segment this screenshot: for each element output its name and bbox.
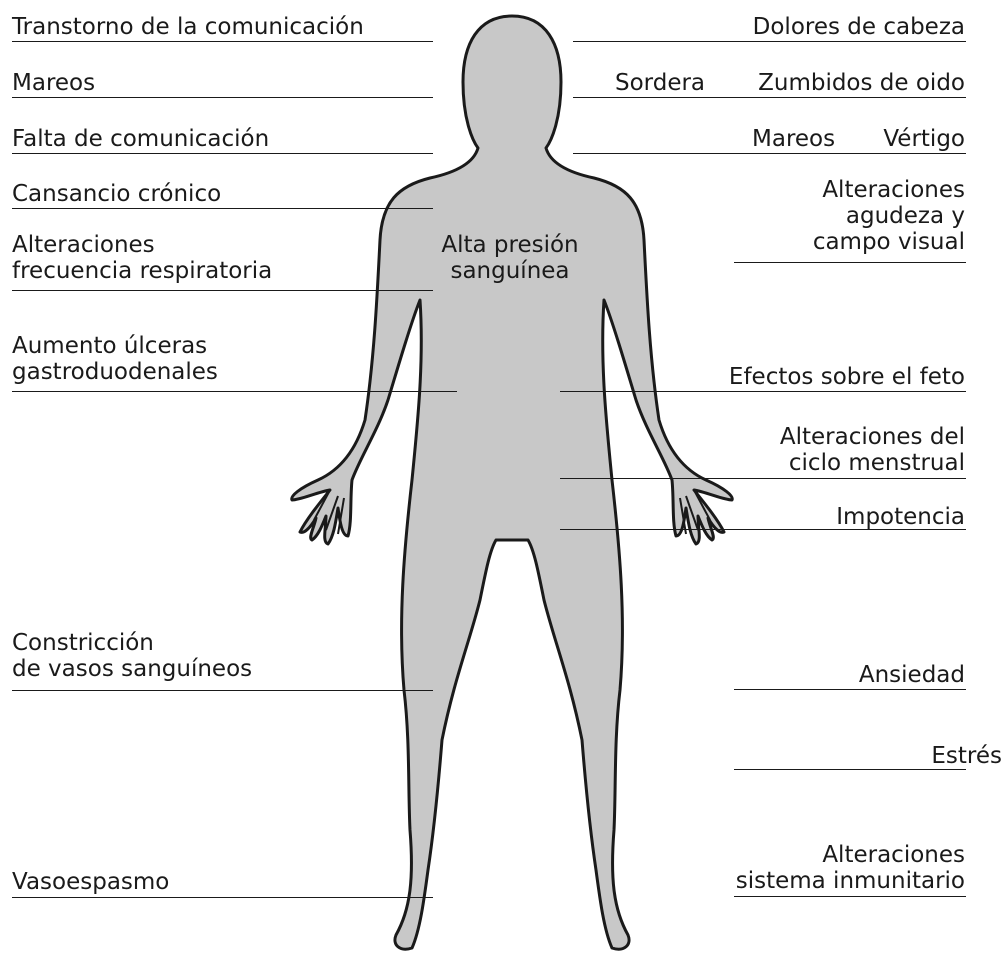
label-line: Alteraciones	[12, 232, 272, 258]
leader-line	[12, 391, 457, 392]
label-line: Transtorno de la comunicación	[12, 14, 364, 40]
leader-line	[734, 689, 966, 690]
label-falta-comunicacion: Falta de comunicación	[12, 126, 269, 152]
leader-line	[560, 478, 966, 479]
leader-line	[12, 97, 433, 98]
label-impotencia: Impotencia	[836, 504, 965, 530]
label-ciclo-menstrual: Alteraciones del ciclo menstrual	[780, 424, 965, 476]
body-shape	[292, 16, 733, 949]
label-estres: Estrés	[931, 743, 1002, 769]
leader-line	[734, 769, 966, 770]
label-line: campo visual	[813, 229, 965, 255]
label-mareos-left: Mareos	[12, 70, 95, 96]
label-line: Alteraciones	[736, 842, 965, 868]
label-line: ciclo menstrual	[780, 450, 965, 476]
label-ulceras-gastroduodenales: Aumento úlceras gastroduodenales	[12, 333, 218, 385]
leader-line	[12, 153, 433, 154]
label-transtorno-comunicacion: Transtorno de la comunicación	[12, 14, 364, 40]
label-line: sistema inmunitario	[736, 868, 965, 894]
center-label: Alta presión sanguínea	[400, 232, 620, 284]
label-line: Aumento úlceras	[12, 333, 218, 359]
label-line: frecuencia respiratoria	[12, 258, 272, 284]
center-label-line-2: sanguínea	[400, 258, 620, 284]
label-mareos-right: Mareos	[752, 126, 835, 152]
label-line: de vasos sanguíneos	[12, 656, 252, 682]
label-line: Alteraciones	[813, 177, 965, 203]
center-label-line-1: Alta presión	[400, 232, 620, 258]
label-vertigo: Vértigo	[883, 126, 965, 152]
label-line: Mareos	[12, 70, 95, 96]
label-line: Alteraciones del	[780, 424, 965, 450]
label-agudeza-campo-visual: Alteraciones agudeza y campo visual	[813, 177, 965, 255]
label-cansancio-cronico: Cansancio crónico	[12, 181, 221, 207]
label-dolores-cabeza: Dolores de cabeza	[753, 14, 965, 40]
label-sordera: Sordera	[615, 70, 705, 96]
leader-line	[573, 153, 966, 154]
leader-line	[12, 41, 433, 42]
leader-line	[12, 290, 433, 291]
leader-line	[734, 262, 966, 263]
label-line: Vasoespasmo	[12, 869, 169, 895]
leader-line	[12, 897, 433, 898]
leader-line	[560, 391, 966, 392]
leader-line	[12, 208, 433, 209]
leader-line	[573, 97, 966, 98]
label-vasoespasmo: Vasoespasmo	[12, 869, 169, 895]
leader-line	[734, 896, 966, 897]
label-frecuencia-respiratoria: Alteraciones frecuencia respiratoria	[12, 232, 272, 284]
label-zumbidos-oido: Zumbidos de oido	[758, 70, 965, 96]
label-line: Constricción	[12, 630, 252, 656]
label-line: gastroduodenales	[12, 359, 218, 385]
label-line: Falta de comunicación	[12, 126, 269, 152]
leader-line	[12, 690, 433, 691]
label-line: Cansancio crónico	[12, 181, 221, 207]
label-ansiedad: Ansiedad	[859, 662, 965, 688]
label-sistema-inmunitario: Alteraciones sistema inmunitario	[736, 842, 965, 894]
label-efectos-feto: Efectos sobre el feto	[729, 364, 965, 390]
label-constriccion-vasos: Constricción de vasos sanguíneos	[12, 630, 252, 682]
label-line: agudeza y	[813, 203, 965, 229]
leader-line	[573, 41, 966, 42]
